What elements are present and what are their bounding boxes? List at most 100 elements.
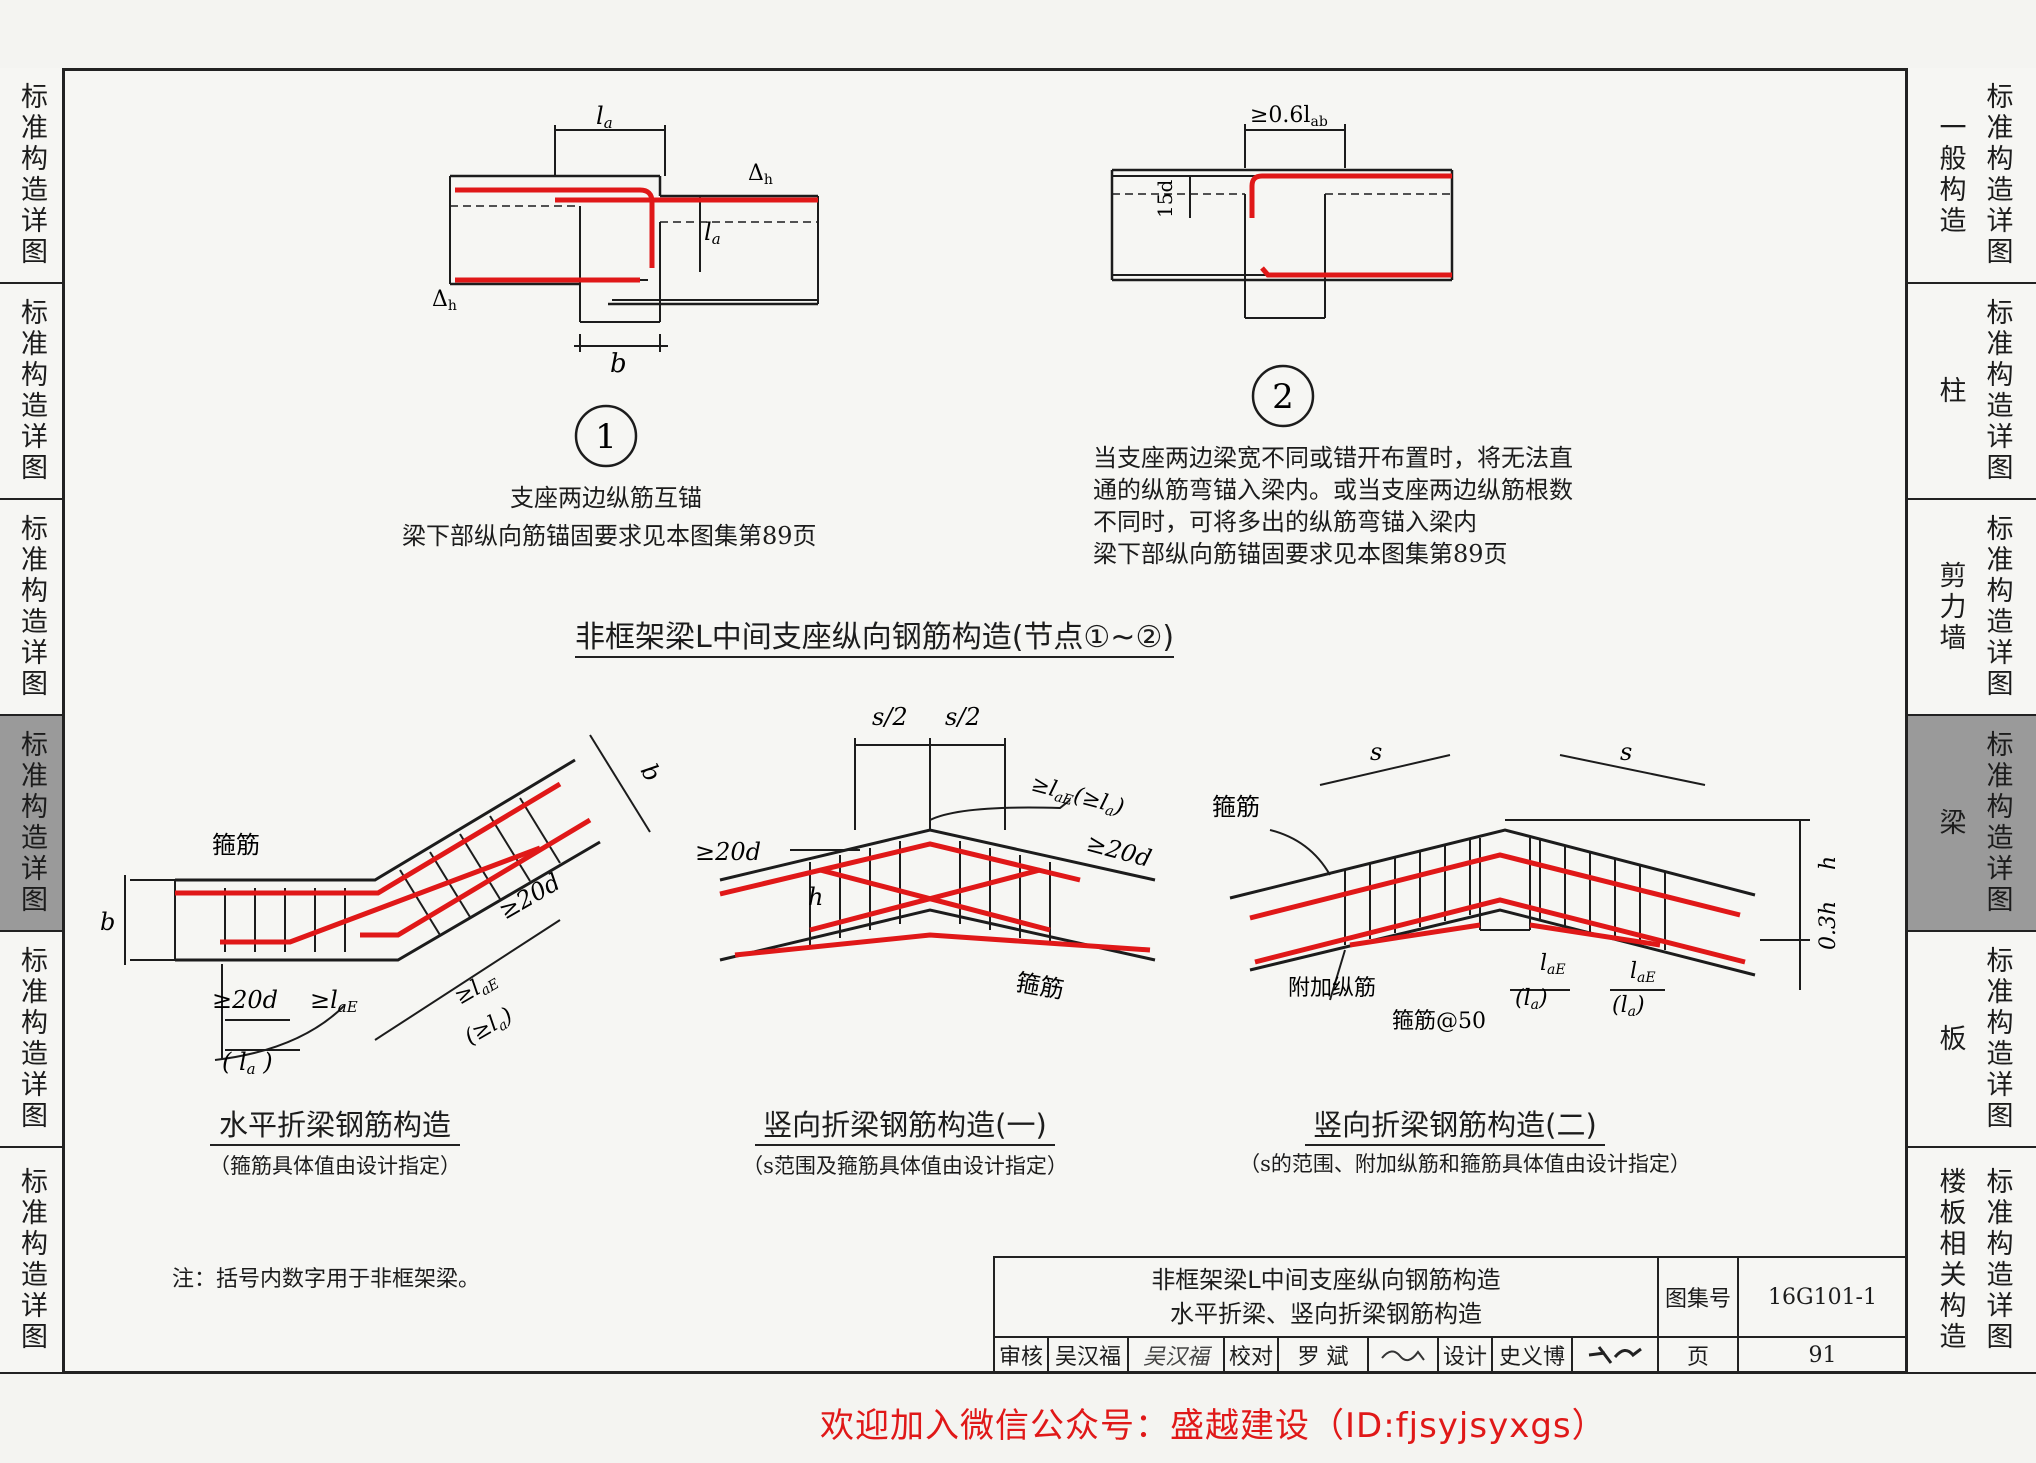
- wechat-watermark: 欢迎加入微信公众号：盛越建设（ID:fjsyjsyxgs）: [820, 1406, 1607, 1446]
- right-tab-topic: 梁: [1934, 807, 1966, 839]
- label-stirrup-50: 箍筋@50: [1392, 1009, 1486, 1034]
- label-la-2: (≥la): [461, 1003, 519, 1052]
- right-tab-topic: 剪力墙: [1934, 560, 1966, 654]
- page-number: 91: [1739, 1338, 1908, 1374]
- left-tab-label: 标准构造详图: [16, 946, 47, 1132]
- label-stirrup: 箍筋: [212, 831, 260, 859]
- atlas-number: 16G101-1: [1739, 1258, 1908, 1338]
- left-tab-4-active[interactable]: 标准构造详图: [0, 716, 62, 932]
- node-1-number: 1: [574, 404, 638, 468]
- right-tab-label: 标准构造详图: [1981, 1167, 2013, 1353]
- rebar-bottom-bent: [1260, 266, 1452, 278]
- left-tab-6[interactable]: 标准构造详图: [0, 1148, 62, 1374]
- left-tab-label: 标准构造详图: [16, 82, 47, 268]
- label-20d: ≥20d: [212, 986, 278, 1014]
- horizontal-beam-title: 水平折梁钢筋构造: [210, 1102, 460, 1146]
- right-tab-beam-active[interactable]: 梁标准构造详图: [1908, 716, 2036, 932]
- label-la-1: (la): [1515, 986, 1548, 1013]
- signature-mark: [1588, 1346, 1642, 1364]
- right-tab-label: 标准构造详图: [1981, 730, 2013, 916]
- node-2-caption-3: 不同时，可将多出的纵筋弯锚入梁内: [1093, 508, 1477, 536]
- review-label: 审核: [995, 1338, 1049, 1374]
- label-laE: ≥laE(≥la): [1028, 772, 1127, 823]
- node-1-caption-1: 支座两边纵筋互锚: [510, 484, 702, 512]
- left-tab-label: 标准构造详图: [16, 298, 47, 484]
- checker-signature: [1369, 1338, 1439, 1374]
- signature-mark: [1381, 1350, 1425, 1362]
- left-tab-3[interactable]: 标准构造详图: [0, 500, 62, 716]
- right-tab-topic: 柱: [1934, 375, 1966, 407]
- rebar-top: [175, 781, 562, 896]
- label-b-2: b: [635, 759, 667, 786]
- dim-delta-bottom: Δh: [432, 287, 457, 314]
- rebar-top-bent: [1249, 173, 1452, 218]
- label-laE-1: laE: [1540, 951, 1566, 978]
- right-tab-column-topic[interactable]: 柱标准构造详图: [1908, 284, 2036, 500]
- label-la-2: (la): [1612, 993, 1645, 1020]
- right-tab-topic: 板: [1934, 1023, 1966, 1055]
- svg-text:2: 2: [1272, 377, 1294, 417]
- drawing-frame: [62, 68, 1908, 1374]
- vertical-folded-beam-1-diagram: s/2 s/2 ≥laE(≥la) ≥20d ≥20d h 箍筋: [695, 703, 1156, 1004]
- left-tab-2[interactable]: 标准构造详图: [0, 284, 62, 500]
- dim-b: b: [610, 349, 627, 379]
- rebar-bottom-2: [360, 817, 592, 938]
- label-s-half-1: s/2: [872, 703, 908, 731]
- check-label: 校对: [1225, 1338, 1279, 1374]
- dim-15d: 15d: [1153, 180, 1177, 218]
- label-b: b: [100, 908, 115, 936]
- label-h: h: [808, 883, 823, 911]
- label-s-2: s: [1620, 738, 1632, 766]
- right-tab-label: 标准构造详图: [1981, 298, 2013, 484]
- label-laE-2: laE: [1630, 959, 1656, 986]
- label-03h: 0.3h: [1816, 901, 1841, 950]
- node-2-caption-1: 当支座两边梁宽不同或错开布置时，将无法直: [1093, 444, 1573, 472]
- beam-top-edge: [1229, 828, 1756, 900]
- design-label: 设计: [1439, 1338, 1493, 1374]
- label-h: h: [1816, 856, 1841, 870]
- rebar-cross-1: [809, 867, 1041, 933]
- rebar-extra-right: [1529, 922, 1661, 948]
- horizontal-beam-note: （箍筋具体值由设计指定）: [209, 1154, 461, 1178]
- title-line-2: 水平折梁、竖向折梁钢筋构造: [1170, 1300, 1482, 1328]
- right-tab-shear-wall[interactable]: 剪力墙标准构造详图: [1908, 500, 2036, 716]
- right-tab-slab-related[interactable]: 楼板相关构造标准构造详图: [1908, 1148, 2036, 1374]
- atlas-label: 图集号: [1659, 1258, 1739, 1338]
- page-label: 页: [1659, 1338, 1739, 1374]
- title-line-1: 非框架梁L中间支座纵向钢筋构造: [1151, 1266, 1501, 1294]
- node-1-diagram: la la Δh Δh b: [432, 102, 819, 379]
- beam-top-edge: [175, 758, 576, 882]
- left-tab-label: 标准构造详图: [16, 730, 47, 916]
- node-2-caption-4: 梁下部纵向筋锚固要求见本图集第89页: [1093, 540, 1508, 568]
- left-tab-label: 标准构造详图: [16, 1167, 47, 1353]
- section-title: 非框架梁L中间支座纵向钢筋构造(节点①~②): [575, 612, 1175, 658]
- dim-06lab: ≥0.6lab: [1250, 103, 1328, 130]
- node-2-number: 2: [1251, 364, 1315, 428]
- label-la-paren: ( la ): [222, 1048, 273, 1078]
- svg-text:1: 1: [595, 417, 617, 457]
- rebar-bottom: [1254, 897, 1746, 965]
- rebar-bottom: [734, 932, 1151, 958]
- right-tab-slab[interactable]: 板标准构造详图: [1908, 932, 2036, 1148]
- vertical-beam-1-title: 竖向折梁钢筋构造(一): [755, 1102, 1055, 1146]
- horizontal-folded-beam-diagram: 箍筋 b ≥20d ≥laE ( la ) ≥20d ≥laE (≥la) b: [100, 734, 667, 1078]
- left-tab-label: 标准构造详图: [16, 514, 47, 700]
- designer-signature: [1573, 1338, 1659, 1374]
- beam-bottom-edge: [175, 840, 601, 962]
- rebar-extra-left: [1349, 922, 1481, 948]
- title-block-title: 非框架梁L中间支座纵向钢筋构造 水平折梁、竖向折梁钢筋构造: [995, 1258, 1659, 1338]
- left-tab-1[interactable]: 标准构造详图: [0, 68, 62, 284]
- dim-delta-top: Δh: [748, 161, 773, 188]
- label-laE: ≥laE: [310, 986, 358, 1016]
- label-20d-2: ≥20d: [494, 868, 565, 925]
- label-s-half-2: s/2: [945, 703, 981, 731]
- label-s-1: s: [1370, 738, 1382, 766]
- rebar-cross-2: [819, 867, 1051, 933]
- left-tab-5[interactable]: 标准构造详图: [0, 932, 62, 1148]
- dim-la-side: la: [704, 218, 721, 248]
- rebar-bottom: [220, 845, 541, 945]
- designer-name: 史义博: [1493, 1338, 1573, 1374]
- node-1-caption-2: 梁下部纵向筋锚固要求见本图集第89页: [402, 522, 817, 550]
- right-tab-general[interactable]: 一般构造标准构造详图: [1908, 68, 2036, 284]
- right-tab-label: 标准构造详图: [1981, 946, 2013, 1132]
